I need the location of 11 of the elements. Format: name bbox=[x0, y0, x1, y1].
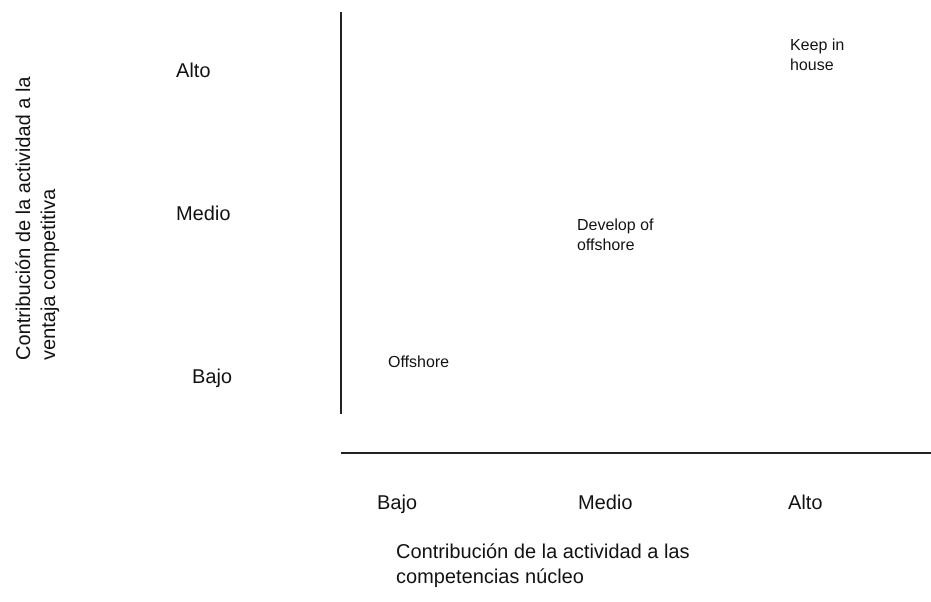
axis-tick-label: Alto bbox=[176, 59, 212, 84]
quadrant-label: Develop of offshore bbox=[577, 216, 654, 256]
axis-title: Contribución de la actividad a la ventaja competitiva bbox=[12, 75, 61, 360]
axis-tick-label: Bajo bbox=[377, 491, 418, 516]
axis-tick-label: Alto bbox=[788, 491, 824, 516]
quadrant-label: Offshore bbox=[388, 353, 450, 373]
axis-tick-label: Bajo bbox=[192, 365, 234, 390]
axis-title: Contribución de la actividad a las competencias núcleo bbox=[396, 540, 691, 590]
axis-tick-label: Medio bbox=[176, 202, 232, 227]
quadrant-label: Keep in house bbox=[790, 36, 846, 76]
axis-tick-label: Medio bbox=[578, 491, 634, 516]
